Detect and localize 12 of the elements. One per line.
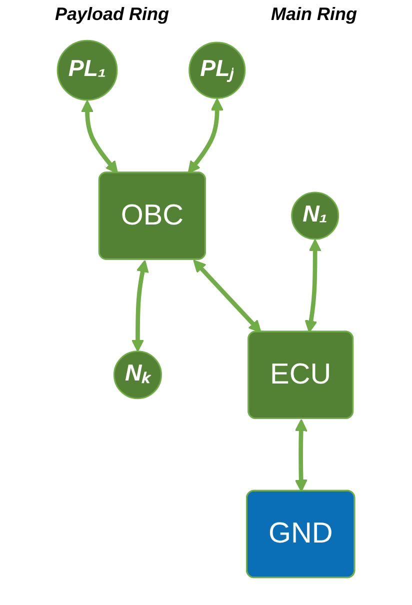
- arrow: [131, 260, 149, 352]
- node-circle: Nₖ: [113, 350, 162, 400]
- arrow: [304, 239, 322, 333]
- arrow: [188, 98, 224, 174]
- arrow: [193, 260, 262, 333]
- arrow: [294, 419, 308, 492]
- ring-label: Main Ring: [271, 4, 357, 25]
- node-circle: PL₁: [56, 40, 118, 101]
- arrow: [80, 100, 118, 174]
- node-circle: PLⱼ: [188, 42, 246, 99]
- ring-label: Payload Ring: [54, 4, 170, 25]
- node-circle: N₁: [291, 192, 340, 240]
